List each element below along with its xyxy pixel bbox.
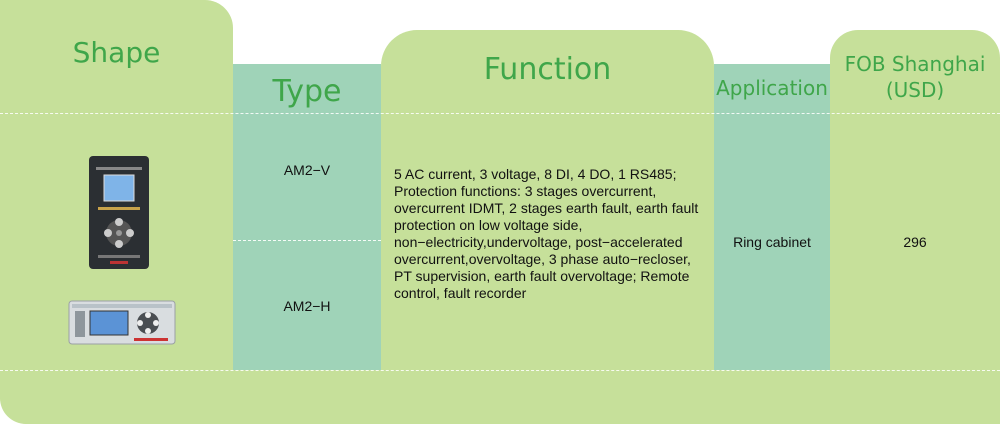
type-cell-1: AM2−V — [283, 162, 331, 178]
vertical-relay-device-icon — [88, 155, 150, 270]
function-column — [381, 30, 714, 424]
fob-column — [830, 30, 1000, 424]
footer-band — [0, 370, 1000, 424]
header-row-separator — [0, 113, 1000, 114]
fob-header-line1: FOB Shanghai — [844, 52, 986, 76]
price-cell: 296 — [903, 234, 927, 250]
type-divider — [233, 240, 381, 241]
type-cell-2: AM2−H — [283, 298, 331, 314]
type-header: Type — [272, 74, 342, 109]
fob-header-line2: (USD) — [885, 78, 945, 102]
function-cell: 5 AC current, 3 voltage, 8 DI, 4 DO, 1 R… — [394, 166, 699, 301]
type-column — [233, 64, 381, 424]
horizontal-relay-device-icon — [68, 300, 176, 345]
application-column — [714, 64, 830, 424]
function-header: Function — [483, 52, 612, 87]
body-row-separator — [0, 370, 1000, 371]
shape-header: Shape — [72, 36, 161, 69]
application-header: Application — [716, 76, 828, 100]
shape-column: Shape — [0, 0, 233, 424]
application-cell: Ring cabinet — [733, 234, 811, 250]
